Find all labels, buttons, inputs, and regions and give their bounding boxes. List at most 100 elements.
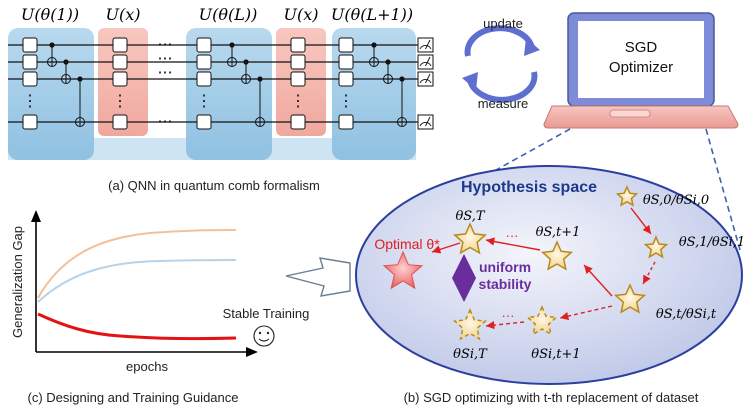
control-dot <box>229 42 235 48</box>
arrow-t-to-t1 <box>583 264 613 297</box>
arrow-T-to-optimal <box>431 242 461 254</box>
gate-box <box>338 37 354 53</box>
y-axis-arrowhead <box>31 210 41 222</box>
caption-b: (b) SGD optimizing with t-th replacement… <box>404 390 699 405</box>
hypothesis-panel: Hypothesis space Optimal θ* uniform stab… <box>355 165 745 405</box>
hypothesis-ellipse <box>355 165 743 385</box>
arrow-1-to-t <box>642 261 656 285</box>
meter-needle <box>425 39 431 50</box>
curve-blue <box>37 259 237 303</box>
star-theta-SiT <box>453 308 487 341</box>
meter-arc <box>419 122 432 127</box>
laptop-screen-line1: SGD <box>625 39 658 56</box>
gate-box <box>338 54 354 70</box>
stable-training-label: Stable Training <box>223 306 310 321</box>
star-theta-t <box>613 283 647 314</box>
meter-needle <box>425 56 431 67</box>
control-dot <box>371 42 377 48</box>
control-dot <box>385 59 391 65</box>
star-theta-ST <box>453 222 487 255</box>
gate-box <box>22 54 38 70</box>
control-dot <box>77 76 83 82</box>
star-theta-0 <box>615 185 639 207</box>
meter-arc <box>419 45 432 50</box>
gate-box <box>112 114 128 130</box>
optimizer-group: update measure SGD Optimizer <box>459 12 741 251</box>
gate-box <box>22 114 38 130</box>
gate-box <box>338 71 354 87</box>
unit-label-theta-L1: U(θ(L+1)) <box>331 5 413 24</box>
dots-lower: ··· <box>502 308 515 323</box>
control-dot <box>257 76 263 82</box>
x-axis-arrowhead <box>246 347 258 357</box>
optimal-star <box>382 250 424 290</box>
gate-box <box>196 114 212 130</box>
y-axis-label: Generalization Gap <box>10 226 25 338</box>
block-theta-1 <box>8 28 94 160</box>
meter-arc <box>419 79 432 84</box>
circuit-gates: ⋮ ⋮ ⋮ ⋮ ⋮ <box>22 37 434 130</box>
control-dot <box>243 59 249 65</box>
gate-box <box>290 37 306 53</box>
unit-label-theta-L: U(θ(L)) <box>199 5 258 24</box>
vertical-ellipsis: ⋮ <box>196 93 212 110</box>
plot-panel: Generalization Gap epochs Stable Trainin… <box>10 210 351 405</box>
gate-box <box>338 114 354 130</box>
gate-box <box>290 54 306 70</box>
arrow-0-to-1 <box>630 207 652 235</box>
label-theta-ST: θS,T <box>455 209 485 224</box>
smiley-icon <box>253 325 275 347</box>
laptop-screen-line2: Optimizer <box>609 59 673 76</box>
x-axis-label: epochs <box>126 359 168 374</box>
curve-orange <box>37 229 237 299</box>
star-theta-Sit1 <box>525 305 559 336</box>
circuit-ellipsis-2: ⋯ <box>158 50 173 67</box>
update-label: update <box>483 16 523 31</box>
vertical-ellipsis: ⋮ <box>338 93 354 110</box>
circuit-ellipsis-1: ⋯ <box>158 36 173 53</box>
curve-red <box>37 312 237 341</box>
label-theta-t: θS,t/θSi,t <box>656 307 717 322</box>
arrow-t-to-Sit1 <box>559 305 613 321</box>
uniform-label: uniform <box>479 259 531 275</box>
gate-box <box>290 114 306 130</box>
label-theta-SiT: θSi,T <box>453 347 488 362</box>
optimal-label: Optimal θ* <box>374 236 440 252</box>
caption-c: (c) Designing and Training Guidance <box>27 390 238 405</box>
star-theta-1 <box>643 235 669 259</box>
arrow-Sit1-to-SiT <box>485 320 525 330</box>
control-dot <box>49 42 55 48</box>
vertical-ellipsis: ⋮ <box>290 93 306 110</box>
label-theta-St1: θS,t+1 <box>536 225 581 240</box>
hypothesis-title: Hypothesis space <box>461 179 597 196</box>
meter-needle <box>425 73 431 84</box>
laptop-icon <box>543 12 739 129</box>
gate-box <box>196 54 212 70</box>
control-dot <box>63 59 69 65</box>
circuit-panel: ⋮⋮⋮⋮⋮ U(θ(1)) U(x) U(θ(L)) U(x) U(θ(L+1)… <box>8 5 434 193</box>
vertical-ellipsis: ⋮ <box>22 93 38 110</box>
update-measure-cycle-icon <box>462 25 540 103</box>
gate-box <box>290 71 306 87</box>
unit-label-x-2: U(x) <box>284 5 319 24</box>
circuit-ellipsis-4: ⋯ <box>158 113 173 130</box>
arrow-t1-to-T <box>485 237 541 251</box>
measure-label: measure <box>478 96 529 111</box>
gate-box <box>22 71 38 87</box>
unit-label-x-1: U(x) <box>106 5 141 24</box>
label-theta-0: θS,0/θSi,0 <box>643 193 709 208</box>
meter-needle <box>425 116 431 127</box>
vertical-ellipsis: ⋮ <box>112 93 128 110</box>
zoom-line-right <box>705 128 741 251</box>
meter-arc <box>419 62 432 67</box>
label-theta-1: θS,1/θSi,1 <box>679 235 745 250</box>
dots-upper: ··· <box>506 228 519 243</box>
gate-box <box>112 71 128 87</box>
control-dot <box>399 76 405 82</box>
gate-box <box>196 37 212 53</box>
hollow-arrow-icon <box>285 257 351 297</box>
gate-box <box>22 37 38 53</box>
stability-label: stability <box>479 276 532 292</box>
